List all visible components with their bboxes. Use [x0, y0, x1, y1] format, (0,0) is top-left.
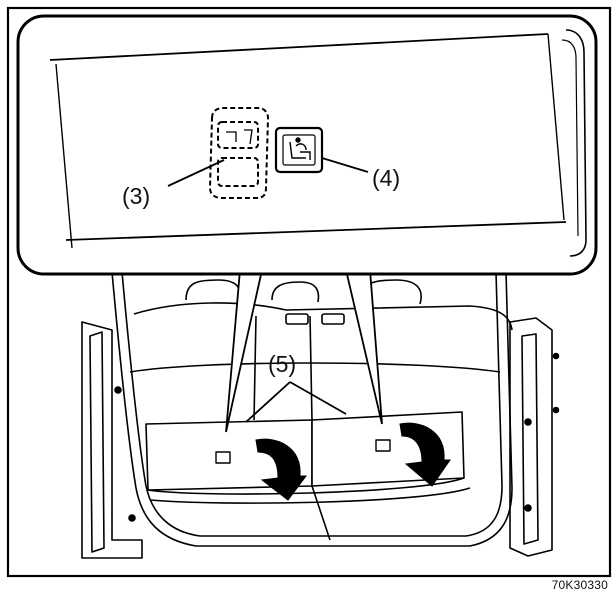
figure-id: 70K30330 [551, 578, 608, 592]
floor-tab-right [375, 439, 391, 452]
callout-label-3: (3) [122, 183, 150, 209]
callout-label-4: (4) [372, 165, 400, 191]
lift-arrow-left [255, 438, 307, 501]
switch-3-detail [226, 129, 253, 145]
callout-label-5: (5) [268, 351, 296, 377]
leader-line-3 [167, 159, 225, 187]
leader-line-4 [321, 157, 369, 173]
floor-tab-left [215, 451, 231, 464]
inset-pointer-right [345, 269, 383, 425]
leader-line-5a [245, 381, 291, 423]
switch-4 [274, 126, 324, 174]
seat-icon [289, 137, 311, 160]
inset-pointer-left [225, 269, 263, 433]
switch-3-outline [208, 107, 270, 199]
lift-arrow-right [399, 422, 451, 487]
leader-line-5b [289, 381, 347, 415]
